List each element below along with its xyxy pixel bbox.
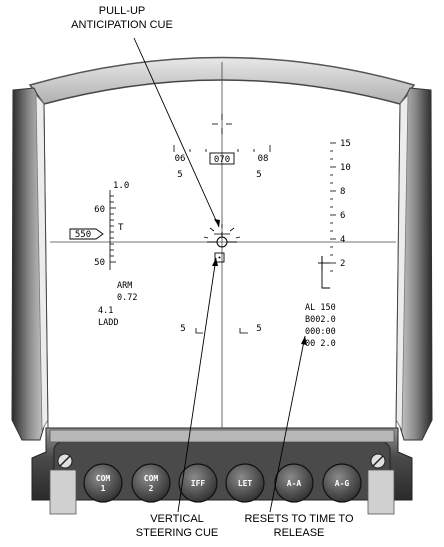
button-a-g[interactable]: A-G	[322, 463, 362, 503]
heading-left-sub: 5	[177, 170, 182, 180]
velocity-vector-icon	[207, 232, 237, 248]
left-lower-block	[49, 469, 77, 515]
button-iff[interactable]: IFF	[178, 463, 218, 503]
vertical-arrowhead-icon	[212, 258, 218, 266]
heading-tape	[173, 145, 271, 152]
altitude-6: 6	[340, 211, 345, 221]
button-let-label: LET	[238, 479, 253, 488]
pitch-left-bracket	[195, 328, 203, 334]
callout-resets-line1: RESETS TO TIME TO	[244, 513, 353, 525]
pitch-right-value: 5	[256, 324, 261, 334]
right-lower-block	[367, 469, 395, 515]
pitch-right-bracket	[239, 328, 248, 334]
left-info-g: 4.1	[98, 306, 113, 316]
airspeed-scale	[109, 190, 116, 270]
button-com1-sublabel: 1	[101, 484, 106, 493]
button-a-a-label: A-A	[287, 479, 302, 488]
callout-resets-line2: RELEASE	[274, 527, 325, 539]
button-com2-sublabel: 2	[149, 484, 154, 493]
boresight-cross	[212, 114, 232, 134]
button-a-a[interactable]: A-A	[274, 463, 314, 503]
left-info-mach: 0.72	[117, 293, 137, 303]
left-screw-icon	[57, 453, 73, 469]
button-a-g-label: A-G	[335, 479, 350, 488]
altitude-caret	[318, 256, 330, 289]
altitude-8: 8	[340, 187, 345, 197]
right-info-alt: AL 150	[305, 303, 336, 313]
right-info-bingo: B002.0	[305, 315, 336, 325]
right-screw-icon	[370, 453, 386, 469]
right-info-range: 00 2.0	[305, 339, 336, 349]
airspeed-scale-50: 50	[94, 258, 105, 268]
resets-arrowhead-icon	[301, 336, 307, 345]
heading-right: 08	[258, 154, 269, 164]
button-com1[interactable]: COM 1	[83, 463, 123, 503]
pull-up-cue-icon	[203, 224, 241, 239]
button-com2[interactable]: COM 2	[131, 463, 171, 503]
steering-dot-icon	[218, 256, 221, 259]
right-info-time: 000:00	[305, 327, 336, 337]
altitude-2: 2	[340, 259, 345, 269]
callout-vertical-line2: STEERING CUE	[136, 527, 219, 539]
airspeed-scale-60: 60	[94, 205, 105, 215]
airspeed-scale-t: T	[118, 223, 124, 233]
left-info-arm: ARM	[117, 281, 132, 291]
button-com1-label: COM	[96, 474, 111, 483]
callout-vertical-line1: VERTICAL	[150, 513, 204, 525]
pullup-arrowhead-icon	[214, 219, 220, 227]
heading-left: 06	[175, 154, 186, 164]
altitude-scale	[330, 142, 336, 272]
control-panel-top-lip	[49, 429, 395, 443]
left-info-mode: LADD	[98, 318, 118, 328]
heading-center: 070	[214, 155, 230, 165]
glass-outline	[43, 79, 401, 429]
button-com2-label: COM	[144, 474, 159, 483]
button-let[interactable]: LET	[225, 463, 265, 503]
button-iff-label: IFF	[191, 479, 206, 488]
pitch-left-value: 5	[180, 324, 185, 334]
callout-pullup-line2: ANTICIPATION CUE	[71, 19, 173, 31]
heading-box	[209, 152, 235, 165]
airspeed-scale-top: 1.0	[113, 181, 129, 191]
callout-pullup-line1: PULL-UP	[99, 5, 145, 17]
airspeed-box	[69, 228, 104, 240]
altitude-4: 4	[340, 235, 345, 245]
heading-right-sub: 5	[256, 170, 261, 180]
resets-leader-line	[269, 335, 306, 513]
vertical-leader-line	[177, 257, 217, 513]
steering-box-icon	[214, 252, 225, 263]
altitude-10: 10	[340, 163, 351, 173]
airspeed-value: 550	[75, 230, 91, 240]
pullup-leader-line	[133, 37, 220, 228]
altitude-15: 15	[340, 139, 351, 149]
